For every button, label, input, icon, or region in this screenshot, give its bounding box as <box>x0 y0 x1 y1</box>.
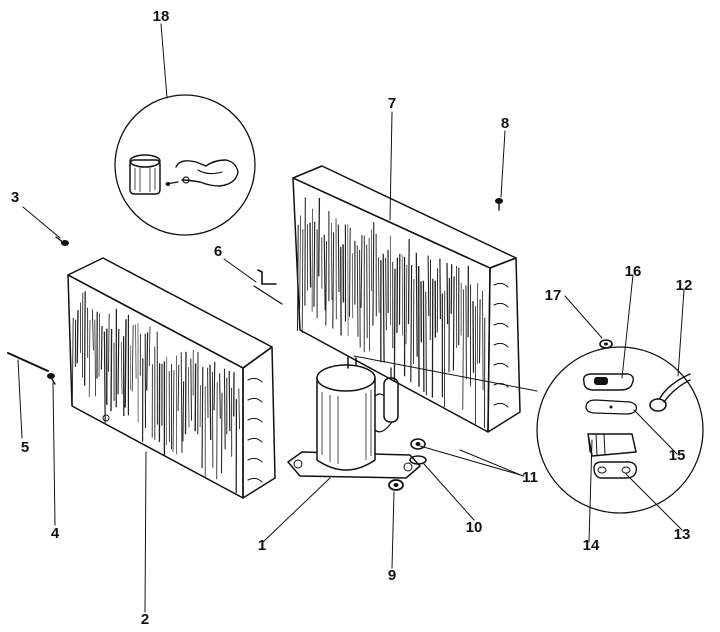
bracket-6 <box>253 269 283 305</box>
screw-4 <box>47 373 56 385</box>
callout-10: 10 <box>466 519 483 536</box>
callout-17: 17 <box>545 287 562 304</box>
overload-wire-12 <box>649 373 691 412</box>
callout-5: 5 <box>21 439 29 456</box>
compressor <box>287 355 421 479</box>
callout-11: 11 <box>522 469 538 486</box>
callout-8: 8 <box>501 115 509 132</box>
condenser-coil <box>67 257 276 499</box>
callout-14: 14 <box>583 537 600 554</box>
terminal-gasket-13 <box>593 461 638 479</box>
cover-plate-16 <box>582 373 635 391</box>
callout-6: 6 <box>214 243 222 260</box>
nut-9 <box>388 479 404 491</box>
gasket-15 <box>585 399 638 415</box>
leader-lines <box>17 23 685 613</box>
terminal-cover-14 <box>587 433 637 457</box>
drier-detail-circle <box>114 94 256 236</box>
callout-2: 2 <box>141 611 149 628</box>
grommet-11 <box>410 438 426 450</box>
callout-16: 16 <box>625 263 642 280</box>
callout-15: 15 <box>669 447 686 464</box>
evaporator-coil <box>292 165 521 433</box>
terminal-detail-circle <box>353 339 704 514</box>
washer-10 <box>409 455 427 465</box>
screw-8 <box>495 198 503 211</box>
callout-12: 12 <box>676 277 693 294</box>
callout-9: 9 <box>388 567 396 584</box>
screw-3 <box>55 236 69 246</box>
callout-3: 3 <box>11 189 19 206</box>
callout-18: 18 <box>153 8 170 25</box>
callout-labels: 1 2 3 4 5 6 7 8 9 10 11 12 13 14 15 16 1… <box>11 8 693 628</box>
callout-13: 13 <box>674 526 691 543</box>
callout-4: 4 <box>51 525 60 542</box>
callout-1: 1 <box>258 537 266 554</box>
nut-17 <box>599 339 613 349</box>
callout-7: 7 <box>388 95 396 112</box>
rod-5 <box>7 352 49 372</box>
